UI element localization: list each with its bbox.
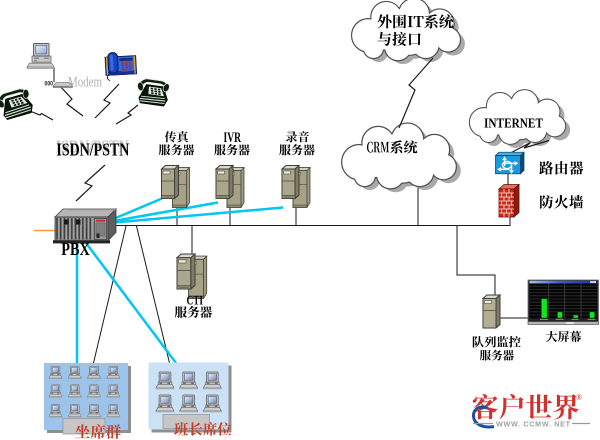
svg-text:PBX: PBX (61, 239, 90, 259)
svg-text:IVR: IVR (224, 130, 242, 146)
svg-text:CTI: CTI (187, 293, 204, 307)
svg-text:000: 000 (45, 80, 54, 87)
svg-text:Modem: Modem (68, 75, 103, 91)
svg-text:ISDN/PSTN: ISDN/PSTN (56, 140, 129, 160)
svg-text:WWW. CCMW. NET: WWW. CCMW. NET (496, 420, 571, 429)
svg-text:®: ® (576, 393, 582, 402)
svg-text:ISDN/PSTN: ISDN/PSTN (56, 137, 129, 157)
svg-text:INTERNET: INTERNET (484, 116, 544, 131)
